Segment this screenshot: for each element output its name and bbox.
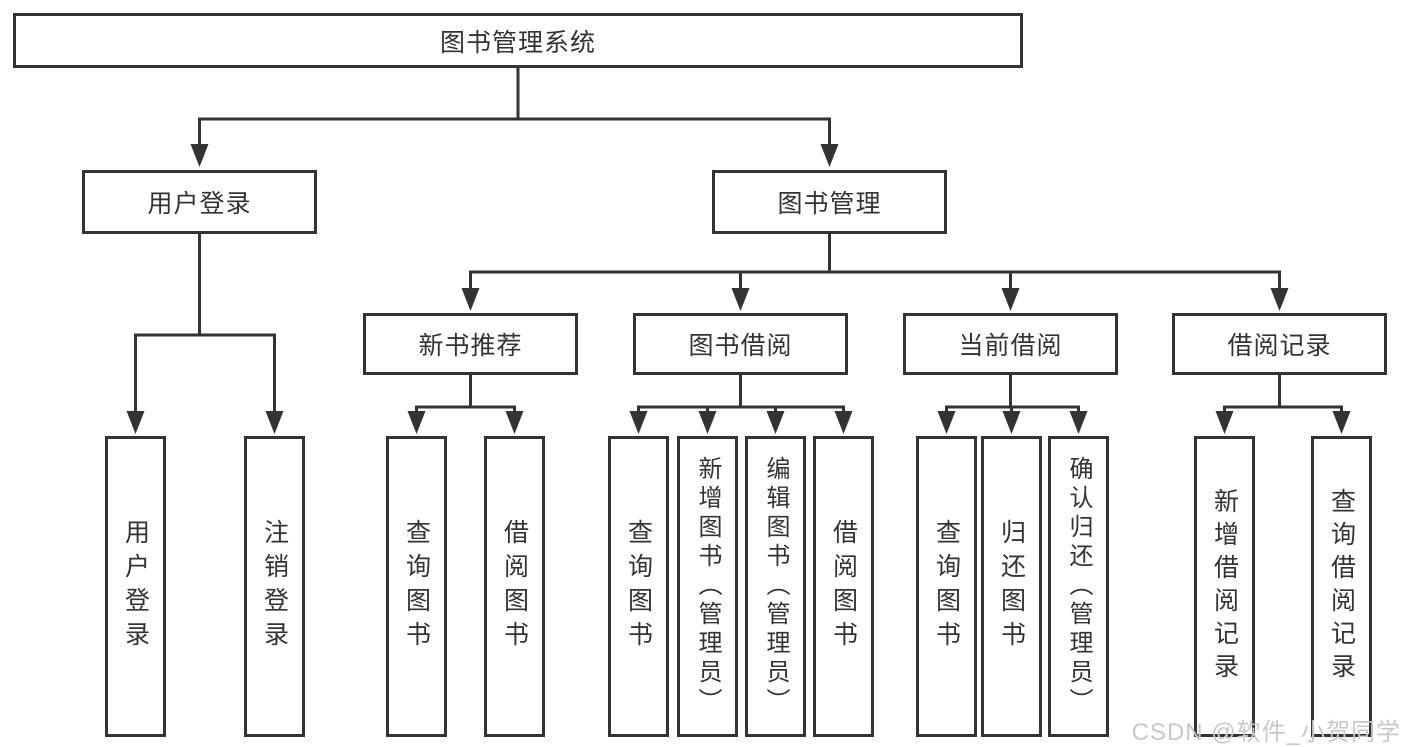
node-edit-books-admin: 编辑图书（管理员） [745,436,806,737]
connector-book-management-branch [461,232,1289,311]
node-query-books-recommend: 查询图书 [386,436,447,737]
node-user-login-leaf: 用户登录 [105,436,166,737]
node-borrow-books-recommend: 借阅图书 [484,436,545,737]
node-return-books: 归还图书 [981,436,1042,737]
node-book-borrowing: 图书借阅 [633,313,848,375]
node-book-management: 图书管理 [712,170,947,234]
node-current-borrowing: 当前借阅 [903,313,1118,375]
node-logout-leaf: 注销登录 [244,436,305,737]
node-query-books-borrowing: 查询图书 [608,436,669,737]
node-new-book-recommend: 新书推荐 [363,313,578,375]
connector-book-borrowing-branch [629,373,853,434]
connector-new-book-recommend-branch [407,373,524,434]
connector-user-login-branch [126,232,284,434]
connector-root-to-level2 [190,66,839,167]
node-borrow-books-borrowing: 借阅图书 [813,436,874,737]
node-root-system: 图书管理系统 [13,13,1023,68]
connector-current-borrowing-branch [937,373,1088,434]
connector-borrowing-records-branch [1215,373,1351,434]
node-query-borrow-record: 查询借阅记录 [1311,436,1372,737]
node-user-login: 用户登录 [82,170,317,234]
node-add-books-admin: 新增图书（管理员） [677,436,738,737]
node-add-borrow-record: 新增借阅记录 [1194,436,1255,737]
csdn-watermark: CSDN @软件_小贺同学 [1131,719,1401,746]
node-query-books-current: 查询图书 [916,436,977,737]
node-confirm-return-admin: 确认归还（管理员） [1048,436,1109,737]
node-borrowing-records: 借阅记录 [1172,313,1387,375]
